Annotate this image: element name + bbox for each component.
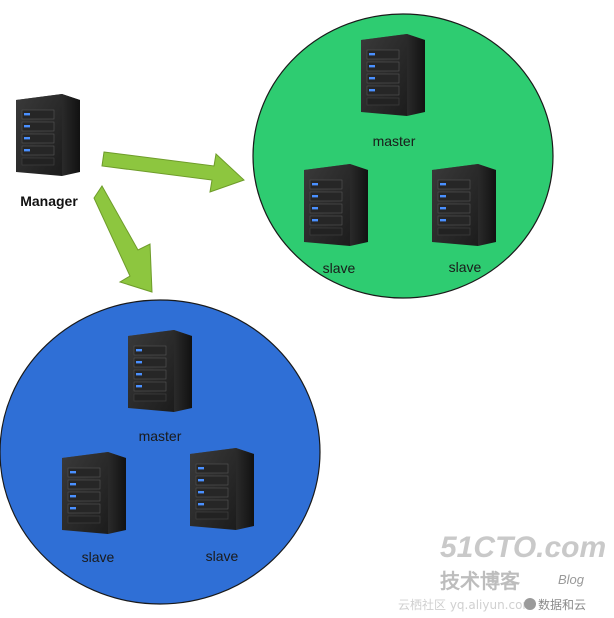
green-slave-server-icon — [303, 163, 369, 247]
green-master-label: master — [373, 133, 416, 149]
manager-label: Manager — [20, 193, 78, 209]
blue-slave-server-icon — [189, 447, 255, 531]
watermark: 51CTO.com 技术博客 Blog 云栖社区 yq.aliyun.com 数… — [398, 531, 606, 612]
arrow-to-green-cluster — [101, 151, 245, 193]
green-slave-server-icon — [431, 163, 497, 247]
watermark-chinese: 技术博客 — [440, 569, 521, 593]
wechat-icon — [524, 598, 536, 610]
watermark-site: 51CTO.com — [440, 531, 606, 564]
blue-slave-label: slave — [82, 549, 115, 565]
watermark-subtitle-right: 数据和云 — [538, 597, 586, 612]
blue-cluster: master slave slave — [0, 299, 321, 605]
green-slave-label: slave — [323, 260, 356, 276]
green-cluster: master slave slave — [252, 13, 554, 299]
blue-master-label: master — [139, 428, 182, 444]
watermark-subtitle-left: 云栖社区 yq.aliyun.com — [398, 597, 534, 612]
green-master-server-icon — [360, 33, 426, 117]
blue-slave-server-icon — [61, 451, 127, 535]
arrows — [93, 151, 245, 293]
watermark-blog: Blog — [558, 572, 585, 587]
manager-node: Manager — [15, 93, 81, 209]
blue-slave-label: slave — [206, 548, 239, 564]
arrow-to-blue-cluster — [93, 185, 153, 293]
manager-server-icon — [15, 93, 81, 177]
blue-master-server-icon — [127, 329, 193, 413]
green-slave-label: slave — [449, 259, 482, 275]
